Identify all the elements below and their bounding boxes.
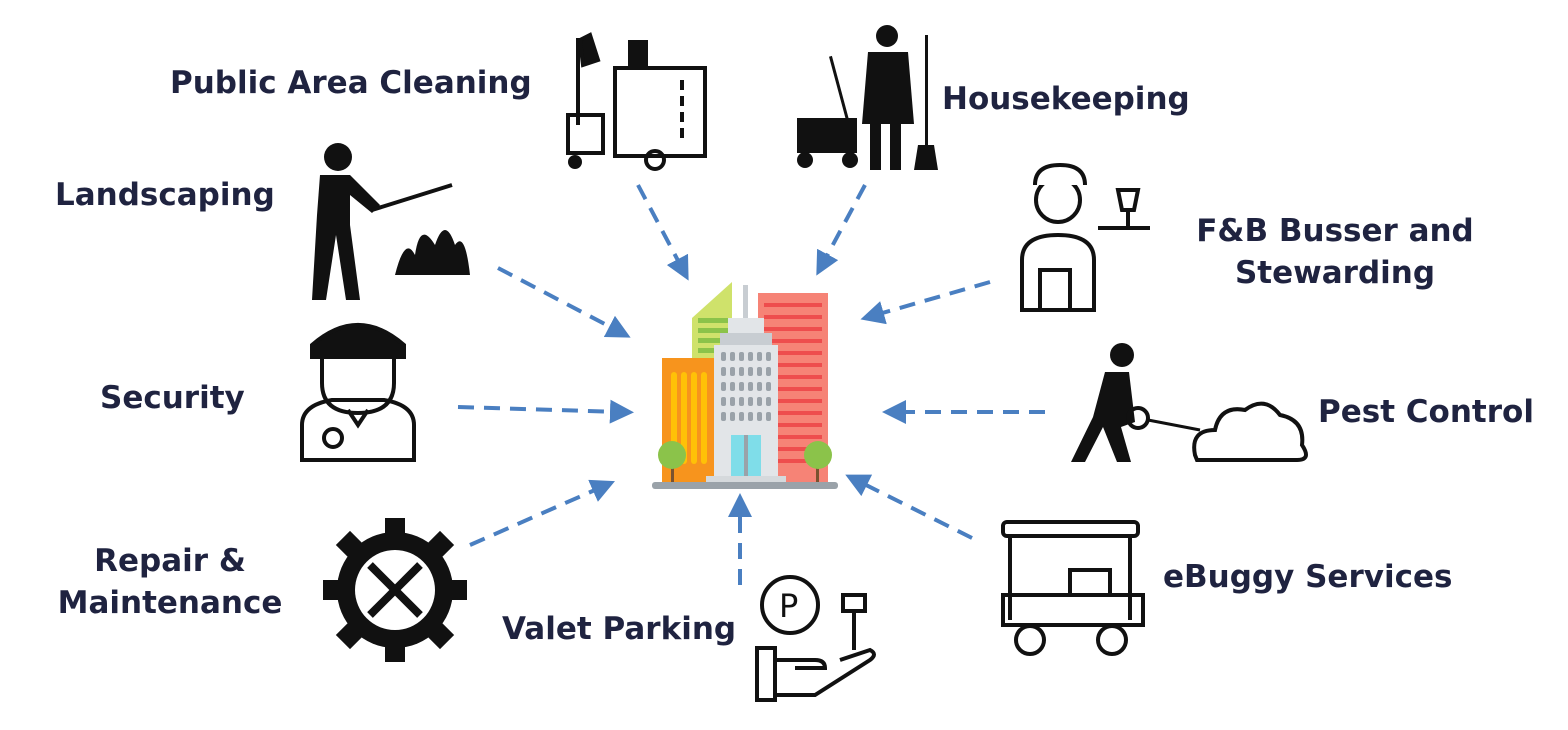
arrow-security (457, 399, 634, 424)
label-landscaping: Landscaping (55, 177, 275, 213)
arrow-landscaping (497, 266, 631, 338)
golf-buggy-icon (1001, 520, 1145, 656)
cleaning-cart-icon (566, 32, 707, 171)
repair-gear-icon (323, 518, 467, 662)
label-pest-control: Pest Control (1318, 394, 1534, 430)
housekeeper-icon (797, 25, 938, 170)
arrow-repair (469, 479, 615, 547)
arrow-housekeeping (816, 184, 867, 276)
city-buildings-icon (652, 282, 838, 489)
waiter-icon (1020, 162, 1150, 312)
pest-sprayer-icon (1071, 343, 1308, 462)
label-fnb-line2: Stewarding (1234, 255, 1436, 291)
label-repair-line2: Maintenance (57, 585, 283, 621)
arrow-fnb (860, 280, 991, 325)
label-security: Security (100, 380, 245, 416)
security-guard-icon (300, 323, 416, 462)
arrow-ebuggy (845, 474, 973, 540)
label-valet-parking: Valet Parking (502, 611, 737, 647)
valet-key-icon: P (755, 575, 876, 702)
arrow-public-area (636, 184, 689, 281)
label-housekeeping: Housekeeping (942, 81, 1190, 117)
label-ebuggy-services: eBuggy Services (1163, 559, 1453, 595)
label-repair-line1: Repair & (94, 543, 246, 579)
svg-text:P: P (779, 587, 798, 625)
gardener-icon (312, 143, 470, 300)
label-fnb-busser: F&B Busser and Stewarding (1180, 210, 1490, 294)
label-public-area-cleaning: Public Area Cleaning (170, 65, 532, 101)
label-repair-maintenance: Repair & Maintenance (40, 540, 300, 624)
label-fnb-line1: F&B Busser and (1196, 213, 1474, 249)
